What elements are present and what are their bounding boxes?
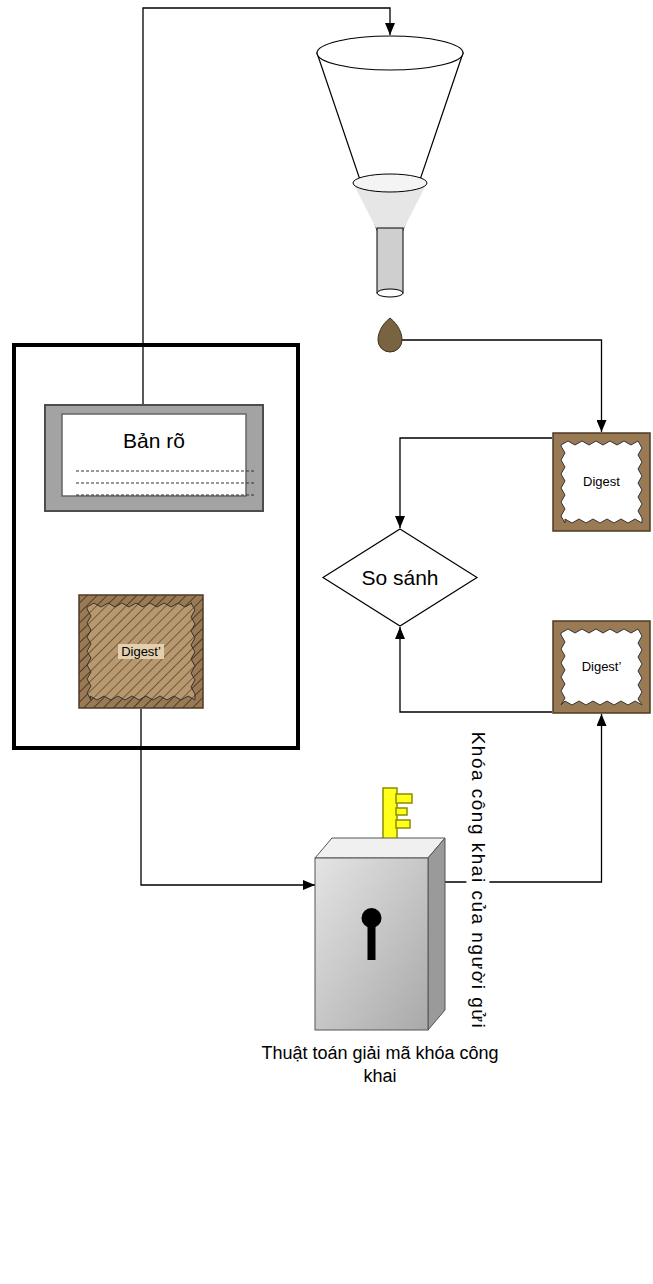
plaintext-doc: Bản rõ	[44, 404, 264, 512]
decrypt-lock: Thuật toán giải mã khóa công khai	[315, 838, 445, 1030]
digest-box: Digest’	[552, 620, 651, 714]
flow-arrow	[400, 627, 552, 712]
decision-diamond: So sánh	[322, 528, 478, 627]
caption: Thuật toán giải mã khóa công khai	[260, 1042, 500, 1089]
digest-box: Digest	[552, 432, 651, 532]
plaintext-doc-outline	[44, 404, 264, 512]
hash-funnel-outline	[300, 35, 480, 352]
decrypt-lock-outline	[315, 838, 445, 1030]
key-label: Khóa công khai của người gửi	[467, 730, 490, 1030]
flow-arrow	[141, 709, 315, 885]
hash-funnel	[300, 35, 480, 352]
box-label: Bản rõ	[123, 428, 185, 453]
box-label: Digest	[583, 474, 620, 490]
signed-digest: Digest’	[78, 594, 204, 709]
flow-arrow	[400, 438, 552, 528]
box-label: Digest’	[582, 659, 622, 675]
box-label: Digest’	[118, 644, 164, 660]
flow-arrow	[402, 340, 602, 432]
box-label: So sánh	[361, 565, 438, 590]
message-frame: Bản rõ Digest’	[12, 343, 300, 750]
